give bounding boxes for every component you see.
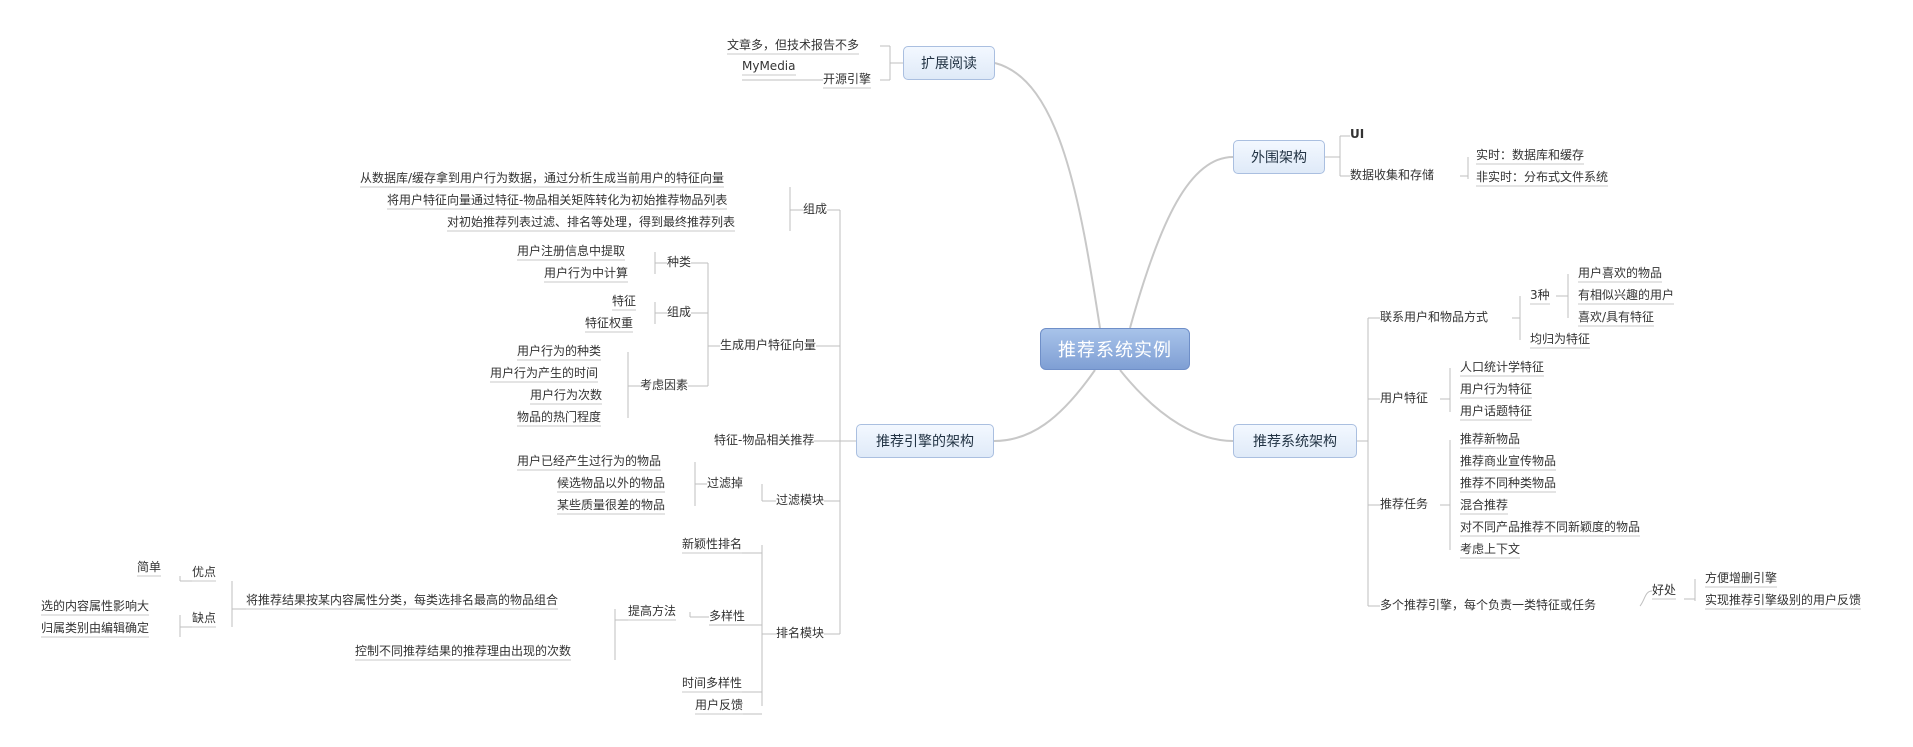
node-ext-articles[interactable]: 文章多，但技术报告不多 [727, 38, 860, 52]
node-link-similar-users[interactable]: 有相似兴趣的用户 [1578, 288, 1675, 302]
node-data-storage[interactable]: 数据收集和存储 [1350, 168, 1435, 182]
node-task-hybrid[interactable]: 混合推荐 [1460, 498, 1509, 512]
node-comp-feature[interactable]: 特征 [612, 294, 637, 308]
node-time-diversity[interactable]: 时间多样性 [682, 676, 743, 690]
node-feat-demographic[interactable]: 人口统计学特征 [1460, 360, 1545, 374]
node-task-commercial[interactable]: 推荐商业宣传物品 [1460, 454, 1557, 468]
node-benefit-feedback[interactable]: 实现推荐引擎级别的用户反馈 [1705, 593, 1862, 607]
node-nonrealtime[interactable]: 非实时：分布式文件系统 [1476, 170, 1609, 184]
node-comp[interactable]: 组成 [667, 305, 692, 319]
node-link-methods[interactable]: 联系用户和物品方式 [1380, 310, 1489, 324]
node-comp-step1[interactable]: 从数据库/缓存拿到用户行为数据，通过分析生成当前用户的特征向量 [360, 171, 725, 185]
node-factor-kind[interactable]: 用户行为的种类 [517, 344, 602, 358]
node-task-varieties[interactable]: 推荐不同种类物品 [1460, 476, 1557, 490]
node-pros[interactable]: 优点 [192, 565, 217, 579]
node-filter[interactable]: 过滤模块 [776, 493, 825, 507]
topic-peripheral-architecture[interactable]: 外围架构 [1233, 140, 1325, 174]
node-cons-attr[interactable]: 选的内容属性影响大 [41, 599, 150, 613]
topic-extended-reading[interactable]: 扩展阅读 [903, 46, 995, 80]
node-multi-engine[interactable]: 多个推荐引擎，每个负责一类特征或任务 [1380, 598, 1597, 612]
node-three-kinds[interactable]: 3种 [1530, 288, 1550, 302]
node-cons-editor[interactable]: 归属类别由编辑确定 [41, 621, 150, 635]
node-benefits[interactable]: 好处 [1652, 583, 1677, 597]
node-kinds[interactable]: 种类 [667, 255, 692, 269]
node-rank[interactable]: 排名模块 [776, 626, 825, 640]
node-improve[interactable]: 提高方法 [628, 604, 677, 618]
node-feat-behavior[interactable]: 用户行为特征 [1460, 382, 1533, 396]
topic-engine-architecture[interactable]: 推荐引擎的架构 [856, 424, 994, 458]
node-diversity[interactable]: 多样性 [709, 609, 746, 623]
node-feat-topic[interactable]: 用户话题特征 [1460, 404, 1533, 418]
node-factor-time[interactable]: 用户行为产生的时间 [490, 366, 599, 380]
node-kind-behavior[interactable]: 用户行为中计算 [544, 266, 629, 280]
node-realtime[interactable]: 实时：数据库和缓存 [1476, 148, 1585, 162]
node-link-liked-items[interactable]: 用户喜欢的物品 [1578, 266, 1663, 280]
node-ext-mymedia[interactable]: MyMedia [742, 59, 796, 73]
node-unified-features[interactable]: 均归为特征 [1530, 332, 1591, 346]
node-task-context[interactable]: 考虑上下文 [1460, 542, 1521, 556]
node-factors[interactable]: 考虑因素 [640, 378, 689, 392]
node-kind-registration[interactable]: 用户注册信息中提取 [517, 244, 626, 258]
node-composition[interactable]: 组成 [803, 202, 828, 216]
node-task-new[interactable]: 推荐新物品 [1460, 432, 1521, 446]
node-method2[interactable]: 控制不同推荐结果的推荐理由出现的次数 [355, 644, 572, 658]
node-user-features[interactable]: 用户特征 [1380, 391, 1429, 405]
node-tasks[interactable]: 推荐任务 [1380, 497, 1429, 511]
node-pros-simple[interactable]: 简单 [137, 560, 162, 574]
node-method1[interactable]: 将推荐结果按某内容属性分类，每类选排名最高的物品组合 [246, 593, 559, 607]
node-factor-popularity[interactable]: 物品的热门程度 [517, 410, 602, 424]
node-factor-count[interactable]: 用户行为次数 [530, 388, 603, 402]
node-link-features[interactable]: 喜欢/具有特征 [1578, 310, 1655, 324]
node-gen-vector[interactable]: 生成用户特征向量 [720, 338, 817, 352]
node-cons[interactable]: 缺点 [192, 611, 217, 625]
central-topic[interactable]: 推荐系统实例 [1040, 328, 1190, 370]
node-filter-done[interactable]: 用户已经产生过行为的物品 [517, 454, 662, 468]
node-comp-step2[interactable]: 将用户特征向量通过特征-物品相关矩阵转化为初始推荐物品列表 [387, 193, 728, 207]
node-comp-step3[interactable]: 对初始推荐列表过滤、排名等处理，得到最终推荐列表 [447, 215, 736, 229]
topic-system-architecture[interactable]: 推荐系统架构 [1233, 424, 1357, 458]
node-ext-open-source[interactable]: 开源引擎 [823, 72, 872, 86]
node-task-novelty[interactable]: 对不同产品推荐不同新颖度的物品 [1460, 520, 1641, 534]
node-user-feedback[interactable]: 用户反馈 [695, 698, 744, 712]
node-benefit-easy[interactable]: 方便增删引擎 [1705, 571, 1778, 585]
node-filter-out[interactable]: 过滤掉 [707, 476, 744, 490]
node-feature-item[interactable]: 特征-物品相关推荐 [714, 433, 815, 447]
node-filter-poor[interactable]: 某些质量很差的物品 [557, 498, 666, 512]
node-filter-outside[interactable]: 候选物品以外的物品 [557, 476, 666, 490]
node-comp-weight[interactable]: 特征权重 [585, 316, 634, 330]
node-ui[interactable]: UI [1350, 127, 1365, 141]
node-novelty[interactable]: 新颖性排名 [682, 537, 743, 551]
